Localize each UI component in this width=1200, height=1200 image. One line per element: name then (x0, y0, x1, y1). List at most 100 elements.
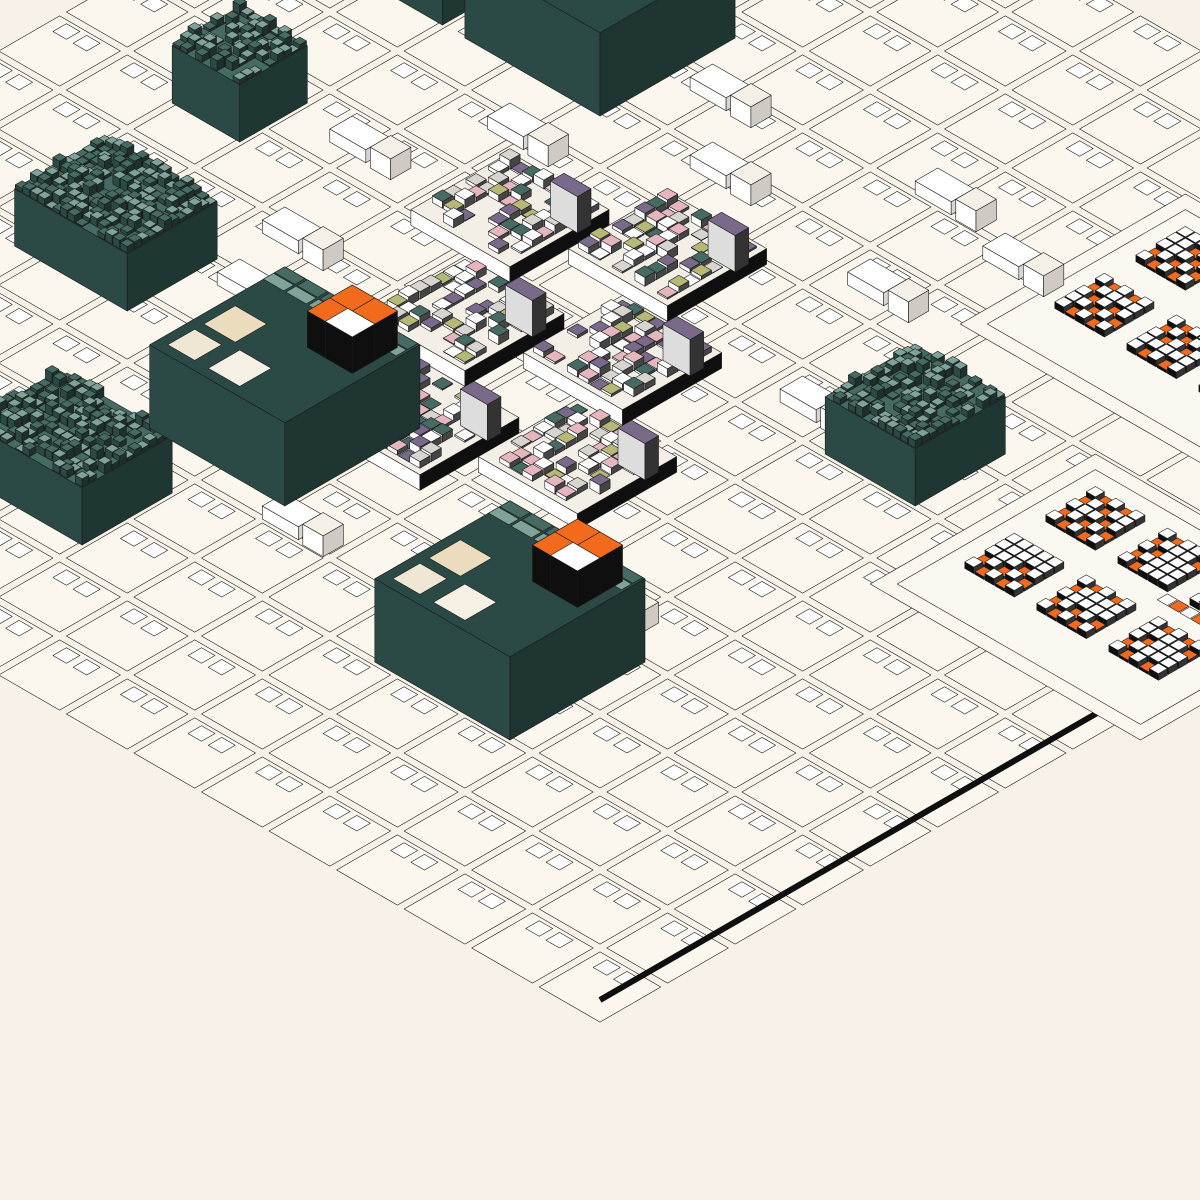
podium-c-tile-top (398, 284, 420, 298)
canopy-mid-tree-top (217, 48, 232, 58)
parcel-cell (140, 74, 168, 91)
tower-center-white-cap-top (324, 308, 376, 338)
canopy-e-tree-top (908, 404, 923, 414)
compound-upper-pad-cell-top (1197, 336, 1200, 340)
parcel-cell (1086, 152, 1114, 169)
canopy-e-tree-top (915, 420, 930, 429)
podium-a-tile-top (510, 183, 532, 196)
compound-lower-pad-cell-top (1097, 597, 1116, 610)
compound-lower-pad-cell-top (1178, 562, 1197, 574)
canopy-mid-tree-top (262, 57, 277, 66)
podium-d-tile-top (645, 317, 667, 330)
podium-d-tile-top (612, 359, 633, 372)
canopy-w-tree-top (127, 153, 142, 162)
podium-f-tile-top (533, 456, 555, 470)
compound-upper-pad-cell-top (1084, 317, 1104, 329)
towers-layer (149, 0, 736, 741)
parcel-cell (748, 347, 776, 364)
canopy-e-tree-top (945, 406, 960, 415)
canopy-s-tree-top (75, 426, 90, 435)
parcel-cell (478, 893, 506, 910)
parcel-cell (660, 764, 689, 781)
podium-b-bar-top (707, 211, 749, 236)
compound-upper-pad-cell-top (1095, 296, 1114, 308)
podium-f-tile-top (544, 474, 566, 487)
parcel-cell (207, 659, 236, 676)
parcel-cell (795, 452, 824, 469)
canopy-s-tree-top (135, 409, 150, 419)
parcel-cell (815, 0, 844, 13)
ground-parcel (201, 678, 324, 750)
podium-a-tile-top (533, 168, 555, 181)
podium-a-tile-top (521, 228, 543, 241)
podium-b-tile-top (679, 256, 701, 270)
ground-parcel (0, 59, 54, 121)
parcel-cell (1018, 35, 1047, 52)
compound-upper-pad-cell-top (1136, 332, 1156, 344)
parcel-cell (140, 0, 168, 13)
canopy-w-tree-top (97, 218, 112, 227)
parcel-cell (322, 803, 351, 820)
parcel-cell (457, 725, 486, 742)
compound-upper-pad-cell-top (1084, 282, 1104, 294)
compound-upper-pad-cell-top (1064, 290, 1084, 302)
canopy-e-tree-top (863, 372, 878, 381)
canopy-s-tree-top (127, 428, 142, 437)
canopy-w-tree-top (105, 214, 120, 223)
parcel-cell (457, 101, 486, 118)
podium-f-tile-top (499, 451, 521, 464)
canopy-e-tree-top (855, 389, 870, 399)
cream-block-top (527, 122, 569, 147)
parcel-cell (342, 35, 371, 52)
canopy-w-tree-top (67, 207, 82, 217)
canopy-e-tree-top (833, 390, 848, 400)
canopy-w-tree-top (180, 174, 195, 184)
podium-e-tile-top (409, 435, 431, 448)
canopy-w-tree-top (142, 185, 157, 194)
canopy-s-tree-top (15, 408, 30, 418)
canopy-mid-tree-top (195, 38, 210, 47)
canopy-w-tree-top (127, 181, 142, 191)
podium-b-tile-top (702, 260, 724, 274)
canopy-e-tree-top (930, 419, 945, 429)
parcel-cell (795, 296, 824, 313)
canopy-w-tree-top (60, 161, 75, 170)
tower-north-body-top (542, 0, 658, 34)
podium-d-tile-top (612, 304, 633, 318)
parcel-cell (930, 62, 959, 79)
ground-parcel (944, 15, 1067, 87)
ground-parcel (741, 210, 864, 282)
canopy-w-tree-top (142, 229, 157, 238)
ground-parcel (0, 293, 54, 355)
canopy-mid-tree-top (247, 65, 262, 74)
parcel-cell (342, 503, 371, 520)
compound-lower-pad-cell-top (1025, 568, 1044, 580)
compound-lower-pad-cell-top (1004, 556, 1024, 568)
compound-lower-pad-cell-top (1055, 507, 1075, 519)
ground-parcel (990, 0, 1020, 9)
parcel-cell (613, 113, 641, 130)
parcel-cell (815, 308, 844, 325)
canopy-w-tree-top (172, 179, 187, 189)
ground-parcel (809, 15, 932, 87)
podium-a-tile-top (510, 239, 532, 253)
parcel-cell (275, 542, 304, 559)
ground-parcel (809, 93, 932, 165)
canopy-mid-tree-top (232, 41, 247, 50)
compound-lower-pad-cell-top (1148, 537, 1167, 549)
podium-f-tile-top (510, 447, 532, 460)
compound-lower-pad-cell-top (1046, 607, 1066, 619)
canopy-w-tree-top (142, 219, 157, 228)
parcel-cell (120, 686, 148, 703)
parcel-cell (342, 815, 371, 832)
parcel-cell (52, 335, 81, 352)
canopy-mid-tree-top (187, 22, 202, 31)
podium-a-tile-top (499, 203, 521, 216)
canopy-mid-tree-top (270, 46, 285, 55)
podium-c-tile-top (420, 316, 442, 329)
ground-parcel (133, 717, 256, 789)
podium-c-tile-top (488, 323, 510, 337)
canopy-s-tree-top (112, 448, 127, 457)
compound-lower-pad-cell-top (1149, 616, 1168, 628)
parcel-cell (680, 464, 709, 481)
